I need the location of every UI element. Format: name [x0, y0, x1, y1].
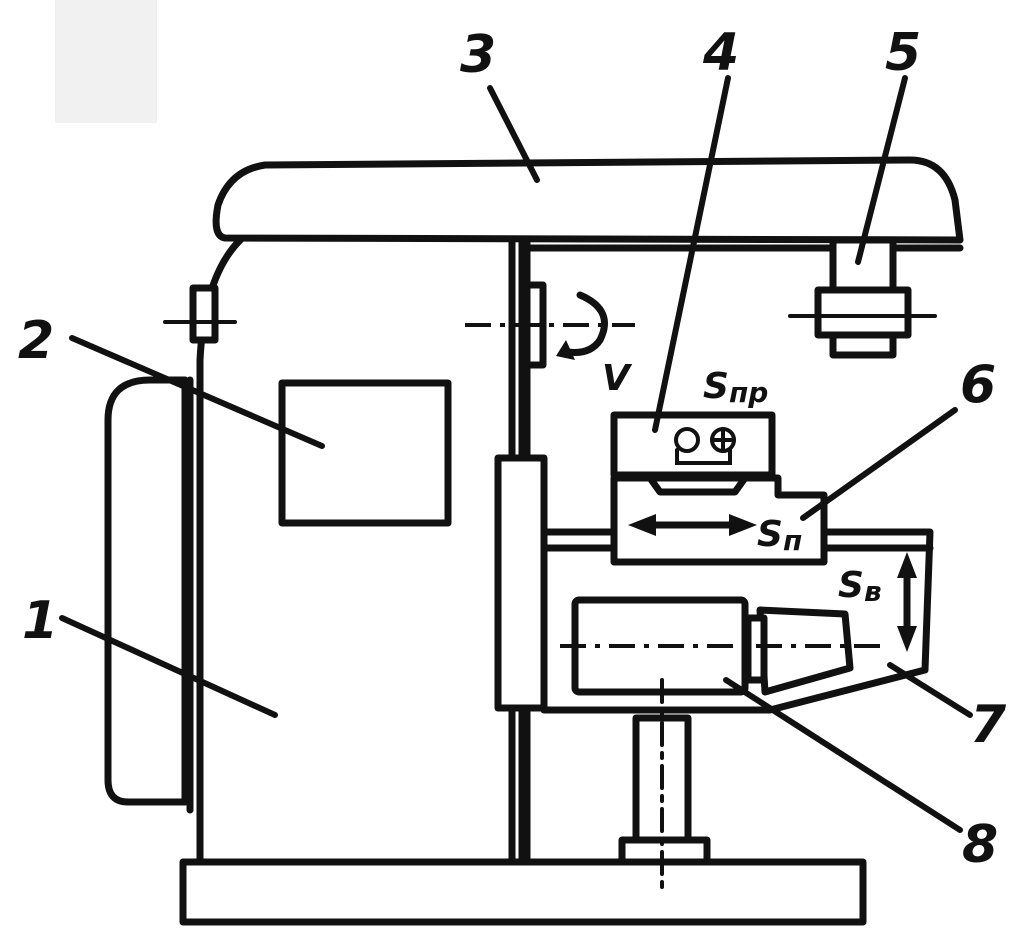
transverse-feed-arrowhead-right [729, 514, 757, 536]
table-dovetail [646, 474, 749, 496]
leader-2 [69, 335, 325, 449]
leader-1 [59, 615, 278, 718]
leader-8 [723, 677, 963, 833]
vertical-feed-symbol: Sв [838, 565, 882, 608]
rotation-symbol: V [602, 358, 633, 399]
vertical-feed-arrowhead-up [897, 552, 917, 578]
callout-2: 2 [18, 311, 54, 371]
callout-4: 4 [702, 23, 739, 83]
screw-base [618, 836, 711, 866]
callout-5: 5 [885, 23, 921, 83]
longitudinal-feed-symbol: Sпр [703, 366, 768, 409]
rotation-arrow [564, 291, 608, 356]
workpiece-holder [675, 448, 732, 465]
table [610, 411, 776, 479]
transverse-feed-symbol: Sп [757, 514, 802, 557]
callout-6: 6 [960, 355, 996, 415]
workpiece-circle-left [674, 427, 700, 453]
callout-1: 1 [22, 591, 58, 651]
overarm [212, 156, 964, 244]
leader-6 [800, 407, 958, 521]
motor-housing [104, 376, 189, 806]
callout-3: 3 [460, 25, 496, 85]
callout-8: 8 [962, 815, 998, 875]
rear-bearing [189, 284, 219, 344]
rotation-arrowhead [556, 340, 575, 360]
callout-7: 7 [970, 695, 1007, 755]
feed-coupling [744, 614, 768, 684]
leader-5 [855, 75, 908, 265]
transverse-feed-arrowhead-left [628, 514, 656, 536]
saddle [610, 474, 828, 566]
leader-7 [887, 662, 973, 718]
control-panel-window [278, 379, 452, 527]
knee-slide [494, 454, 548, 712]
background-patch [55, 0, 157, 123]
vertical-feed-arrowhead-down [897, 626, 917, 652]
leader-3 [487, 85, 540, 183]
arbor-bearing [814, 286, 912, 339]
base-plate [179, 858, 867, 926]
leader-4 [652, 75, 731, 433]
